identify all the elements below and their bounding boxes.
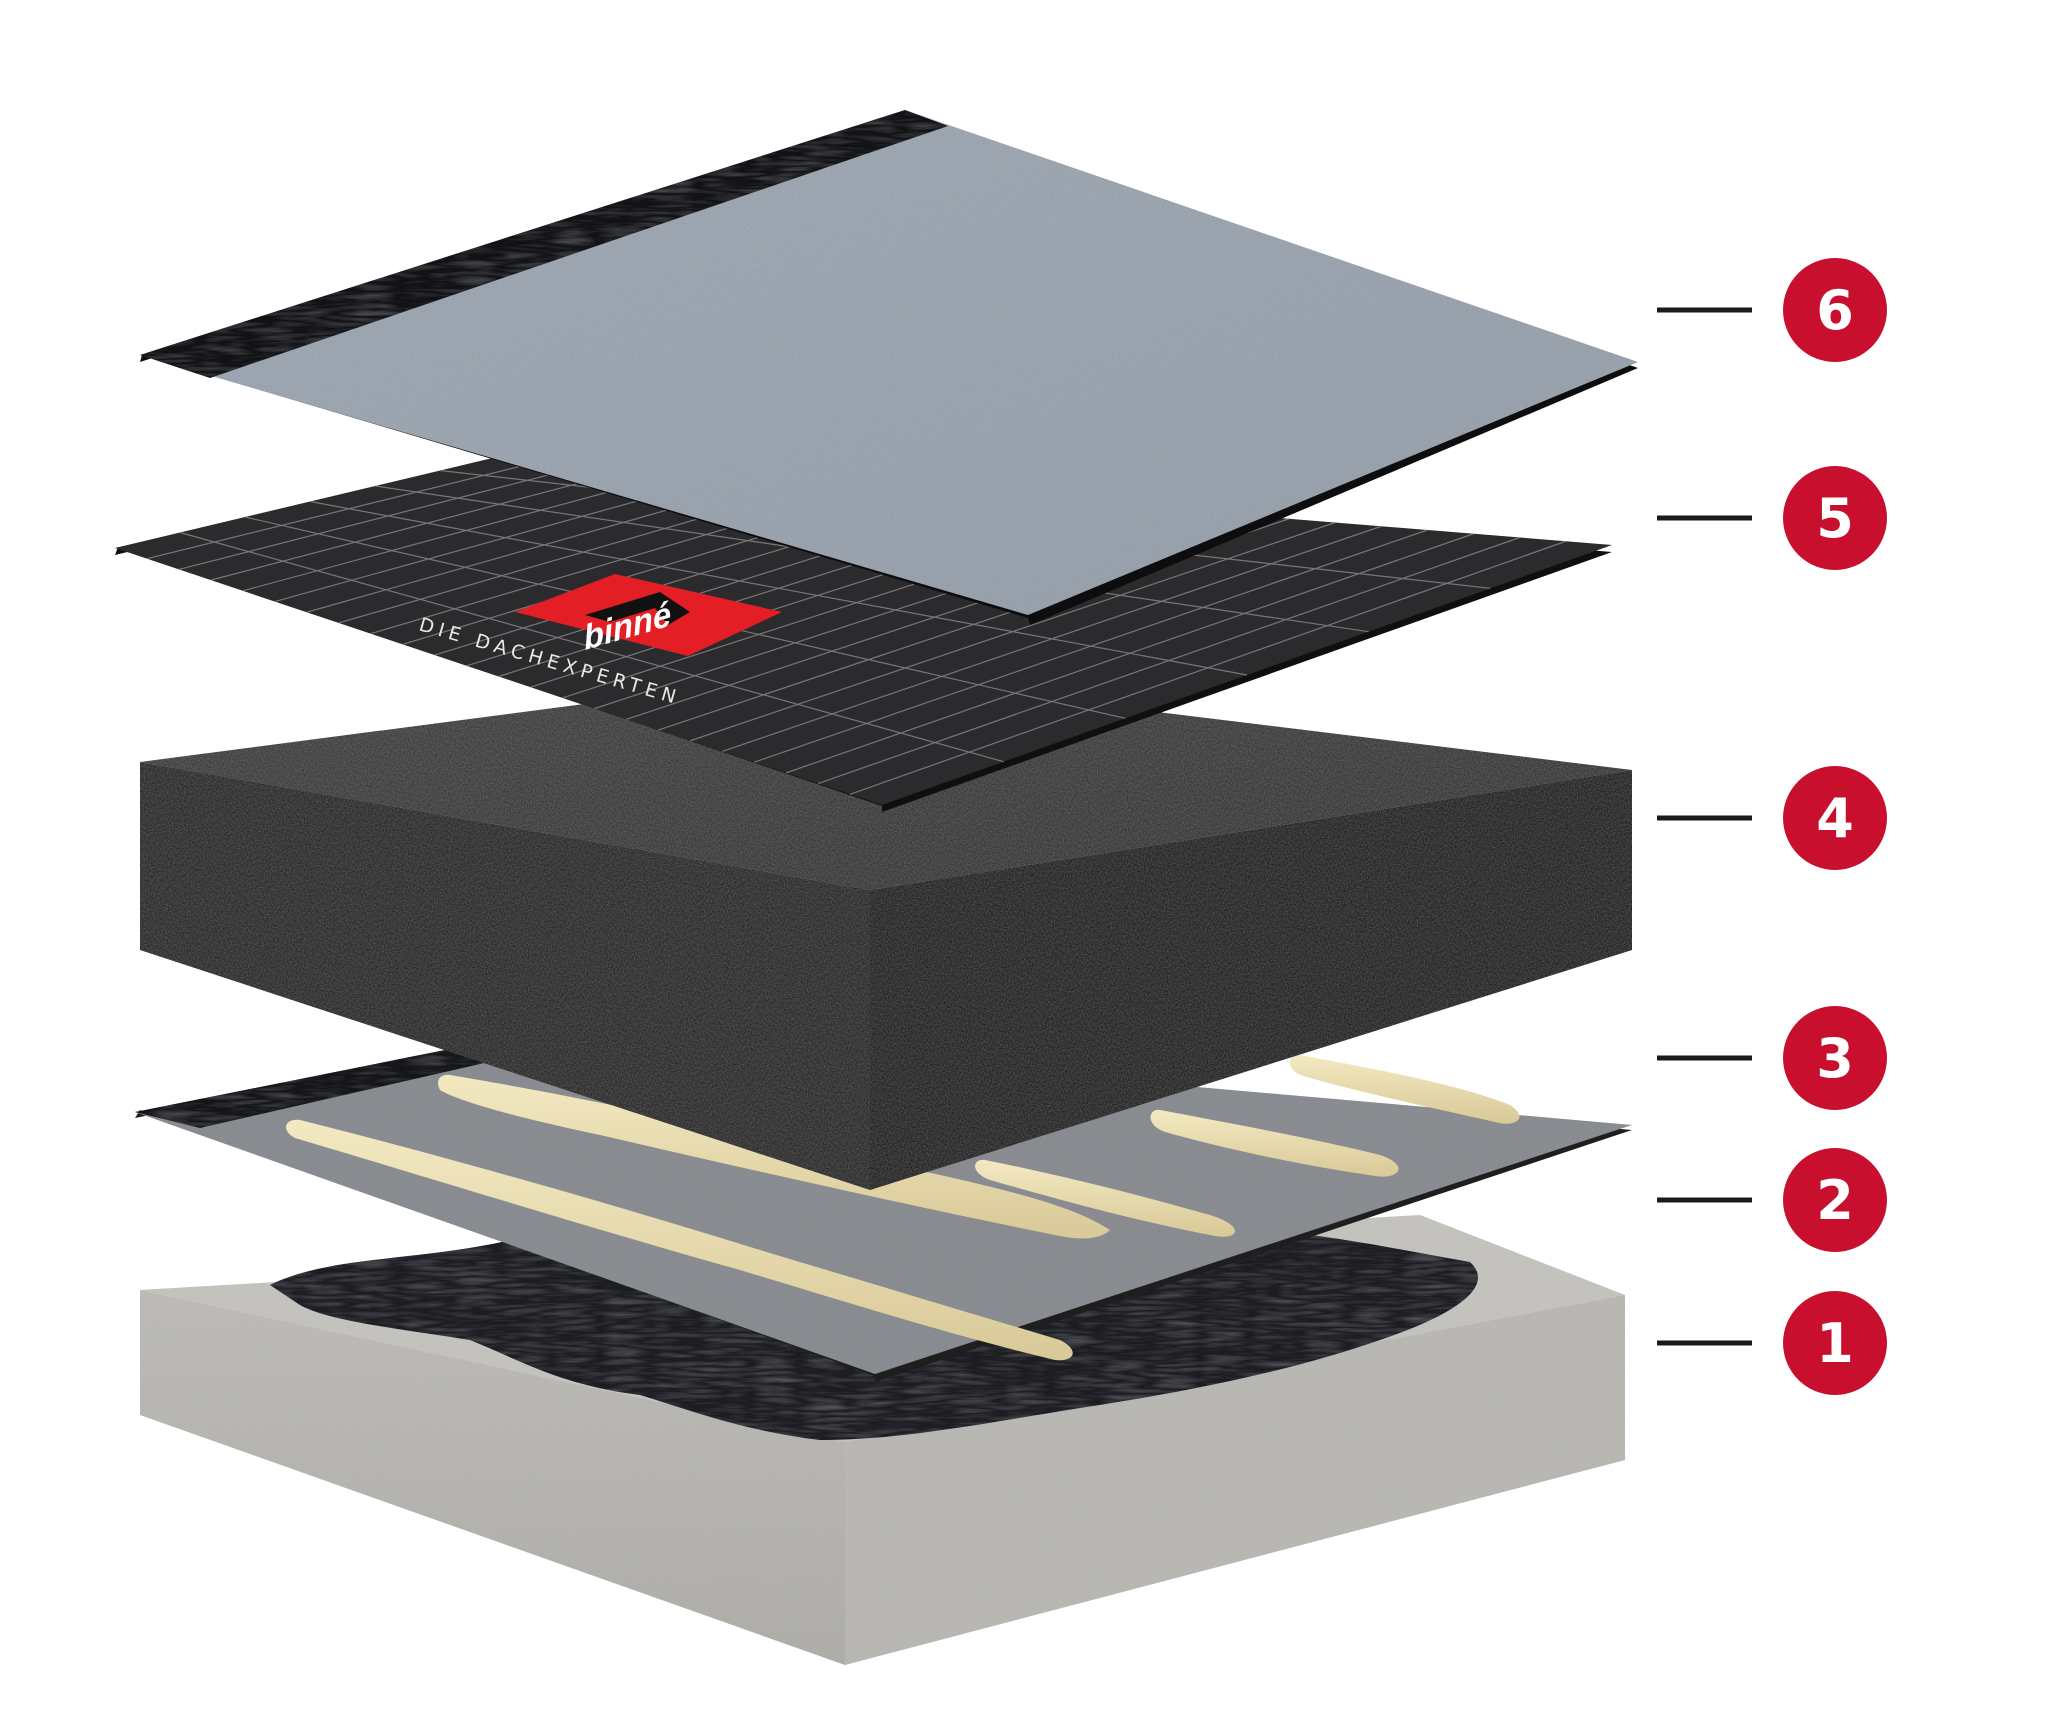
callout-2: 2 [1657, 1148, 1887, 1252]
callout-5: 5 [1657, 466, 1887, 570]
callout-badge [1783, 766, 1887, 870]
callout-number: 1 [1816, 1312, 1854, 1375]
callout-number: 5 [1816, 487, 1854, 550]
insulation-front-texture [140, 762, 870, 1190]
grid-line [309, 500, 1248, 676]
insulation-right-texture [870, 770, 1632, 1190]
layer-2-vapour-barrier [135, 1030, 1632, 1382]
callout-3: 3 [1657, 1006, 1887, 1110]
callout-badge [1783, 258, 1887, 362]
callout-4: 4 [1657, 766, 1887, 870]
adhesive-bead [1289, 1054, 1520, 1124]
callout-6: 6 [1657, 258, 1887, 362]
callout-badge [1783, 1291, 1887, 1395]
grid-line [179, 531, 1004, 763]
logo-badge [515, 574, 782, 656]
callout-badge [1783, 1148, 1887, 1252]
callout-badge [1783, 466, 1887, 570]
concrete-front-side-texture [140, 1290, 845, 1665]
callout-1: 1 [1657, 1291, 1887, 1395]
adhesive-bead [975, 1159, 1235, 1237]
logo-roof-mark [585, 592, 690, 625]
membrane-6-selvage-texture [140, 110, 948, 378]
layer-callouts: 1 2 3 4 5 6 [1657, 258, 1887, 1395]
callout-number: 6 [1816, 279, 1854, 342]
adhesive-bead [1150, 1109, 1399, 1177]
callout-number: 4 [1816, 787, 1854, 850]
concrete-right-side-texture [845, 1295, 1625, 1665]
callout-number: 2 [1816, 1169, 1854, 1232]
callout-badge [1783, 1006, 1887, 1110]
callout-number: 3 [1816, 1027, 1854, 1090]
adhesive-bead [285, 1119, 1073, 1361]
layer-6-cap-sheet [140, 110, 1638, 625]
layer-4-insulation-board [140, 672, 1632, 1190]
membrane-2-granules [135, 1030, 1632, 1374]
